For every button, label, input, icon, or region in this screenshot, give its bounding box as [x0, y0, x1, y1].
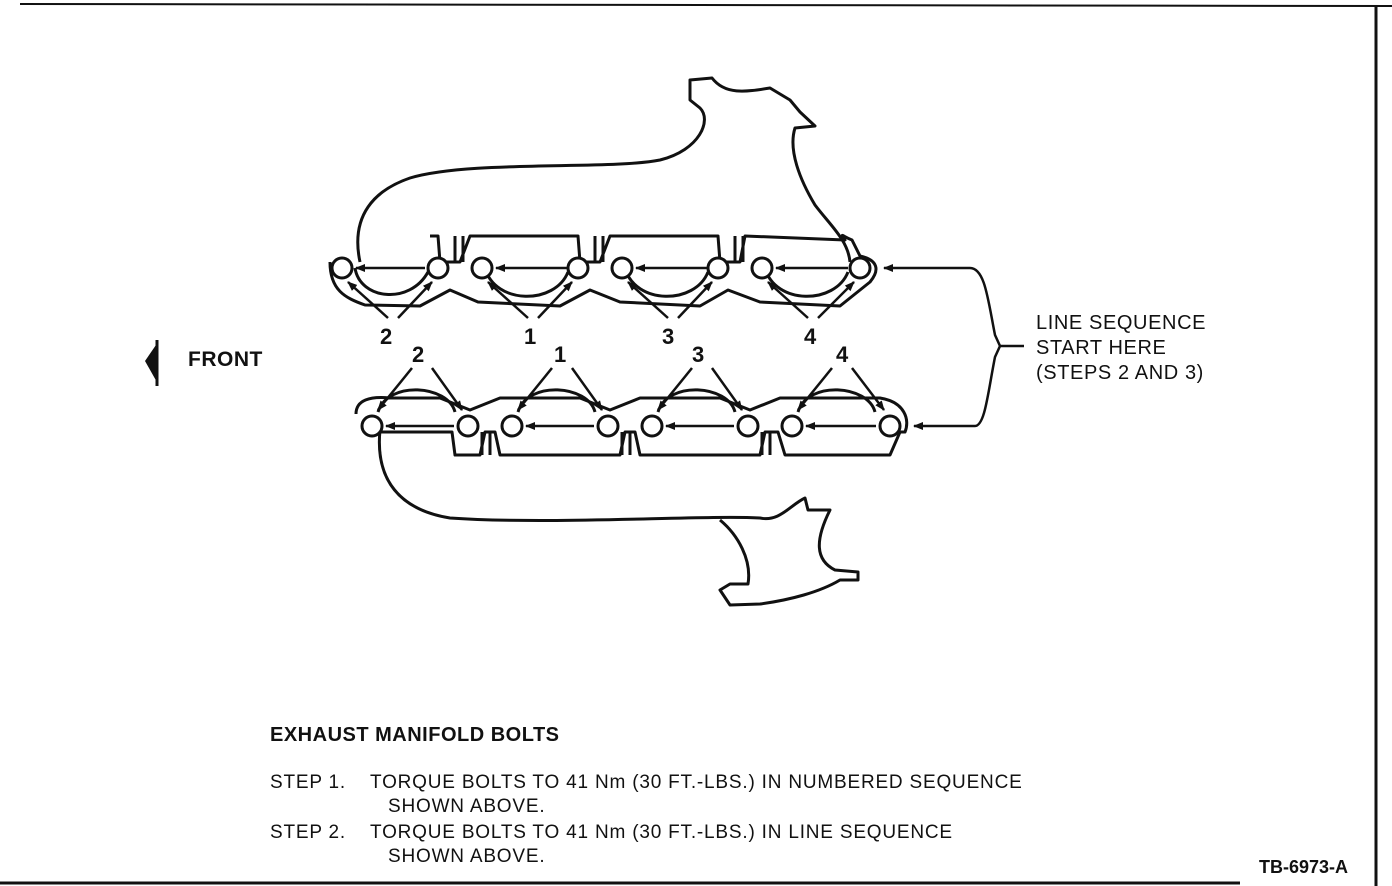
- top-border-line: [19, 3, 1392, 7]
- step-label: STEP 1.: [270, 772, 347, 793]
- bolt: [610, 256, 634, 280]
- callout-line: START HERE: [1036, 337, 1167, 359]
- bolt: [780, 414, 804, 438]
- line-sequence-callout: LINE SEQUENCE START HERE (STEPS 2 AND 3): [1036, 311, 1206, 386]
- seq-number: 2: [412, 342, 424, 367]
- seq-number: 4: [836, 342, 849, 367]
- upper-number-arrows: [347, 281, 855, 319]
- callout-line: (STEPS 2 AND 3): [1036, 362, 1204, 384]
- step-text: TORQUE BOLTS TO 41 Nm (30 FT.-LBS.) IN L…: [370, 822, 953, 843]
- lower-number-arrows: [377, 367, 885, 411]
- front-label: FRONT: [188, 348, 263, 371]
- figure-title: EXHAUST MANIFOLD BOLTS: [270, 724, 560, 746]
- callout-bracket: [969, 266, 1002, 428]
- bolt: [426, 256, 450, 280]
- figure-code: TB-6973-A: [1258, 857, 1348, 877]
- bolt: [596, 414, 620, 438]
- lower-sequence-numbers: 2 1 3 4: [412, 342, 849, 367]
- upper-manifold: [328, 76, 878, 308]
- upper-bolts: [330, 256, 872, 280]
- bolt: [456, 414, 480, 438]
- seq-number: 3: [662, 324, 674, 349]
- bolt: [470, 256, 494, 280]
- step-label: STEP 2.: [270, 822, 347, 843]
- seq-number: 1: [524, 324, 536, 349]
- bolt: [360, 414, 384, 438]
- bolt: [848, 256, 872, 280]
- front-arrow-icon: [145, 342, 158, 384]
- seq-number: 2: [380, 324, 392, 349]
- bolt: [750, 256, 774, 280]
- lower-bolts: [360, 414, 902, 438]
- step-continuation: SHOWN ABOVE.: [388, 796, 546, 817]
- seq-number: 4: [804, 324, 817, 349]
- step-continuation: SHOWN ABOVE.: [388, 846, 546, 867]
- bolt: [878, 414, 902, 438]
- lower-manifold: [354, 388, 909, 607]
- seq-number: 3: [692, 342, 704, 367]
- callout-line: LINE SEQUENCE: [1036, 312, 1207, 334]
- bolt: [330, 256, 354, 280]
- bolt: [500, 414, 524, 438]
- bolt: [706, 256, 730, 280]
- bolt: [736, 414, 760, 438]
- bolt: [566, 256, 590, 280]
- bolt: [640, 414, 664, 438]
- seq-number: 1: [554, 342, 566, 367]
- step-text: TORQUE BOLTS TO 41 Nm (30 FT.-LBS.) IN N…: [370, 772, 1023, 793]
- upper-sequence-numbers: 2 1 3 4: [380, 324, 817, 349]
